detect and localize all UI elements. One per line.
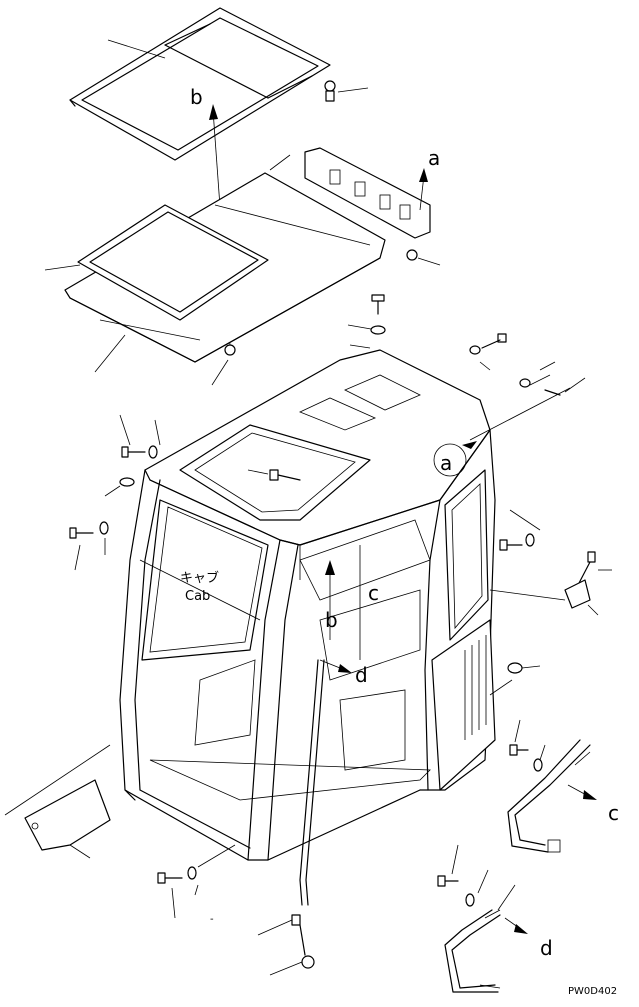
arrow-b-mid: [325, 560, 335, 640]
arrow-a-cab: [433, 387, 571, 477]
rear-panel: [304, 147, 431, 239]
bolt-bottom-left: [157, 844, 236, 919]
bolt-left-1: [119, 414, 161, 459]
roof-frame: [69, 7, 331, 161]
leader-lines: [44, 264, 229, 386]
bolt-c: [509, 719, 546, 772]
label-c-bottom: c: [608, 801, 619, 825]
bolt-left-2: [69, 521, 109, 571]
cab-label-jp: キャブ: [180, 570, 219, 586]
cab-label-en: Cab: [185, 589, 210, 604]
roof-panel: [64, 172, 386, 363]
roof-nut: [224, 344, 236, 356]
cab-body: [119, 349, 496, 861]
handrail-d: [444, 909, 501, 993]
dash-mark: -: [210, 914, 214, 925]
label-d-cab: d: [355, 663, 368, 687]
side-plate: [4, 744, 111, 859]
grommet-left: [104, 477, 135, 497]
roof-bolt: [324, 80, 336, 102]
panel-bolt: [406, 249, 441, 266]
label-b-top: b: [190, 85, 203, 109]
handrail-c: [507, 739, 591, 853]
latch-right: [489, 551, 612, 616]
bolt: [371, 294, 385, 315]
bolt-d: [437, 844, 489, 907]
rod-bolt: [257, 914, 315, 976]
label-d-bottom: d: [540, 936, 553, 960]
label-c-cab: c: [368, 581, 379, 605]
label-b-mid: b: [325, 608, 338, 632]
arrow-d-cab: [319, 659, 352, 673]
washer: [347, 324, 386, 349]
handrail-rod: [299, 659, 325, 906]
bolt-right-2: [519, 361, 586, 396]
label-a-cab: a: [440, 451, 452, 475]
drawing-code: PW0D402: [568, 986, 617, 997]
label-a-top: a: [428, 146, 440, 170]
arrow-a-top: [419, 168, 428, 211]
plug-right: [489, 662, 541, 696]
bolt-right-3: [499, 509, 541, 551]
arrow-d-bottom: [497, 884, 528, 934]
leader-lines: [107, 39, 369, 171]
bolt-right: [469, 333, 507, 371]
arrow-c-bottom: [567, 784, 597, 800]
bolt-inner: [247, 469, 301, 481]
